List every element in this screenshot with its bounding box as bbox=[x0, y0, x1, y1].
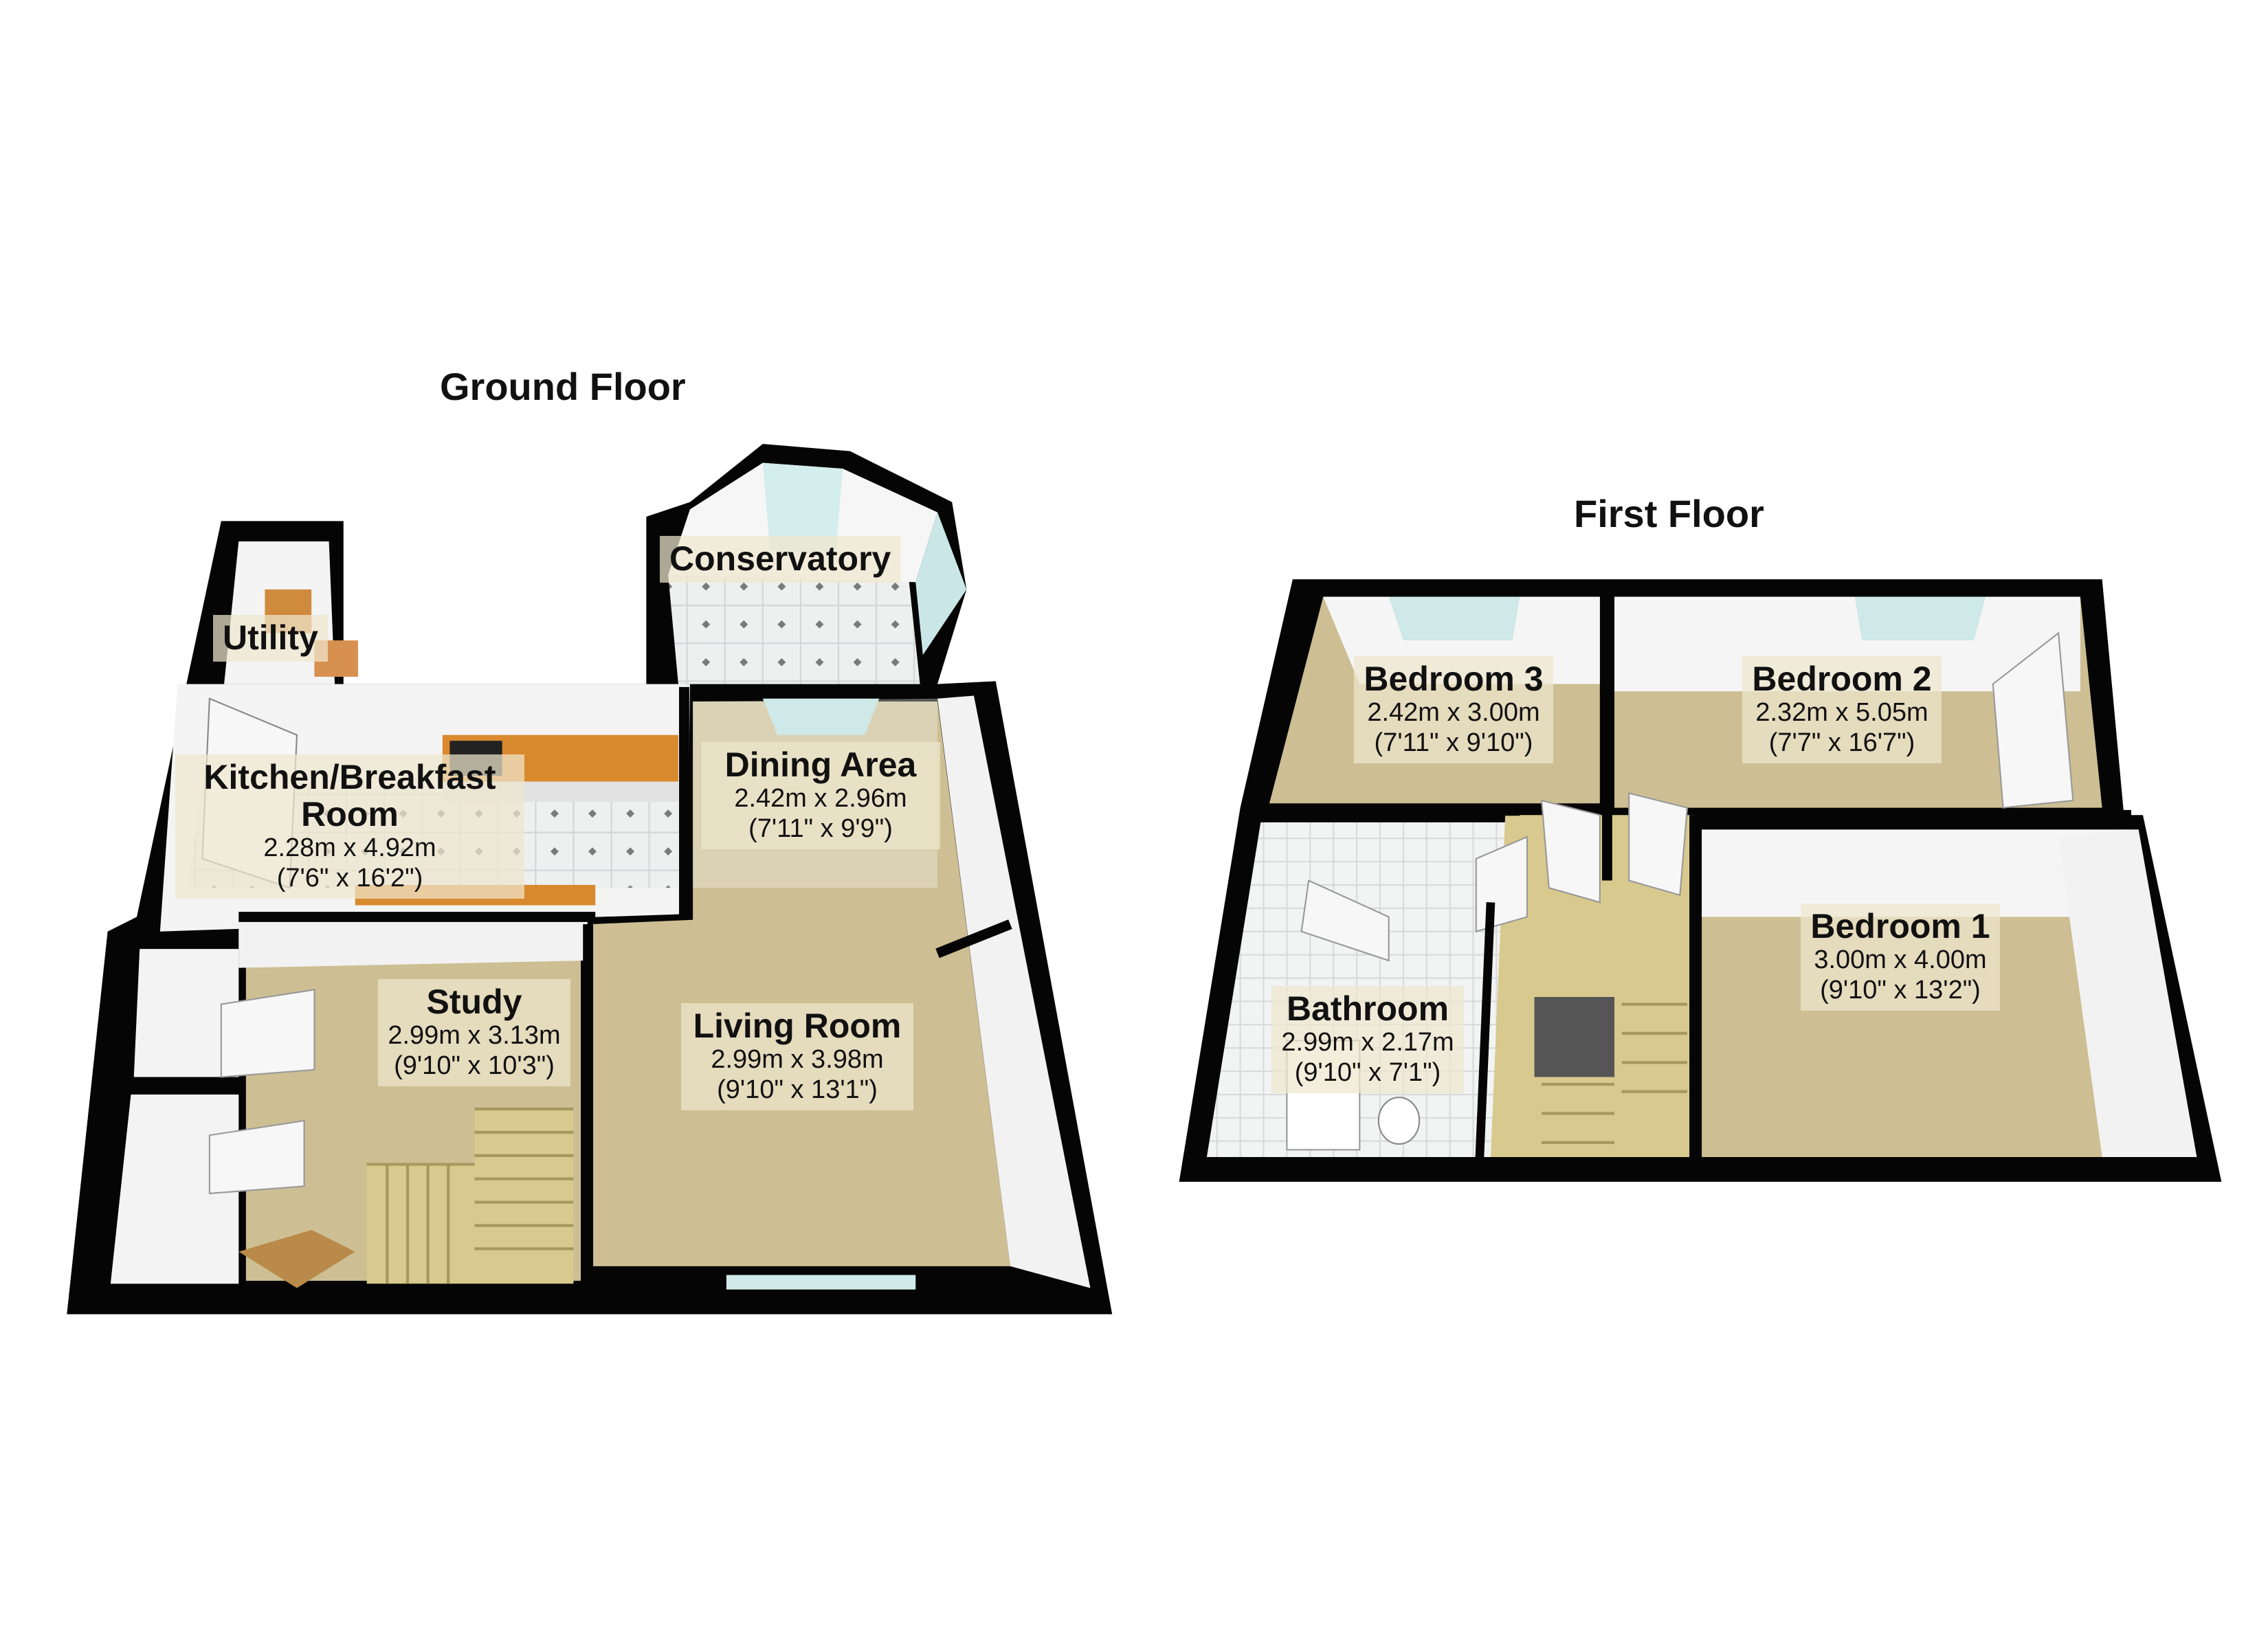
bedroom-3-label: Bedroom 3 2.42m x 3.00m (7'11" x 9'10") bbox=[1340, 656, 1567, 763]
bedroom-1-label: Bedroom 1 3.00m x 4.00m (9'10" x 13'2") bbox=[1787, 904, 2014, 1011]
study-label: Study 2.99m x 3.13m (9'10" x 10'3") bbox=[357, 979, 591, 1086]
bathroom-metric: 2.99m x 2.17m bbox=[1281, 1028, 1454, 1057]
living-name: Living Room bbox=[693, 1007, 902, 1045]
living-metric: 2.99m x 3.98m bbox=[711, 1045, 884, 1074]
bedroom-1-name: Bedroom 1 bbox=[1810, 907, 1990, 945]
dining-metric: 2.42m x 2.96m bbox=[734, 784, 907, 813]
study-name: Study bbox=[426, 983, 522, 1021]
dining-label: Dining Area 2.42m x 2.96m (7'11" x 9'9") bbox=[701, 742, 940, 849]
conservatory-name: Conservatory bbox=[669, 539, 891, 578]
first-floor-title: First Floor bbox=[1574, 492, 1764, 535]
dining-name: Dining Area bbox=[724, 745, 917, 784]
ground-stairs bbox=[366, 1108, 574, 1284]
ground-floor-title: Ground Floor bbox=[440, 365, 686, 408]
bedroom-2-label: Bedroom 2 2.32m x 5.05m (7'7" x 16'7") bbox=[1728, 656, 1955, 763]
living-imperial: (9'10" x 13'1") bbox=[717, 1075, 878, 1104]
bathroom-name: Bathroom bbox=[1286, 989, 1449, 1028]
study-imperial: (9'10" x 10'3") bbox=[394, 1051, 555, 1080]
bedroom-3-imperial: (7'11" x 9'10") bbox=[1374, 728, 1533, 757]
kitchen-metric: 2.28m x 4.92m bbox=[263, 833, 436, 862]
kitchen-name: Kitchen/Breakfast Room bbox=[203, 758, 496, 833]
bedroom-1-imperial: (9'10" x 13'2") bbox=[1820, 976, 1981, 1005]
bedroom-3-name: Bedroom 3 bbox=[1364, 660, 1544, 698]
bedroom-2-name: Bedroom 2 bbox=[1752, 660, 1932, 698]
living-label: Living Room 2.99m x 3.98m (9'10" x 13'1"… bbox=[680, 1003, 914, 1110]
dining-imperial: (7'11" x 9'9") bbox=[748, 814, 893, 843]
conservatory-floor bbox=[668, 574, 920, 684]
conservatory-label: Conservatory bbox=[660, 536, 901, 583]
utility-label: Utility bbox=[213, 615, 328, 662]
bathroom-imperial: (9'10" x 7'1") bbox=[1294, 1058, 1441, 1087]
kitchen-label: Kitchen/Breakfast Room 2.28m x 4.92m (7'… bbox=[175, 754, 524, 899]
kitchen-imperial: (7'6" x 16'2") bbox=[276, 864, 423, 893]
bedroom-2-metric: 2.32m x 5.05m bbox=[1755, 698, 1928, 727]
bedroom-3-metric: 2.42m x 3.00m bbox=[1367, 698, 1540, 727]
bathroom-label: Bathroom 2.99m x 2.17m (9'10" x 7'1") bbox=[1251, 986, 1485, 1093]
utility-name: Utility bbox=[223, 618, 318, 657]
bedroom-1-metric: 3.00m x 4.00m bbox=[1814, 945, 1987, 974]
study-metric: 2.99m x 3.13m bbox=[388, 1021, 561, 1050]
bedroom-2-imperial: (7'7" x 16'7") bbox=[1768, 728, 1915, 757]
